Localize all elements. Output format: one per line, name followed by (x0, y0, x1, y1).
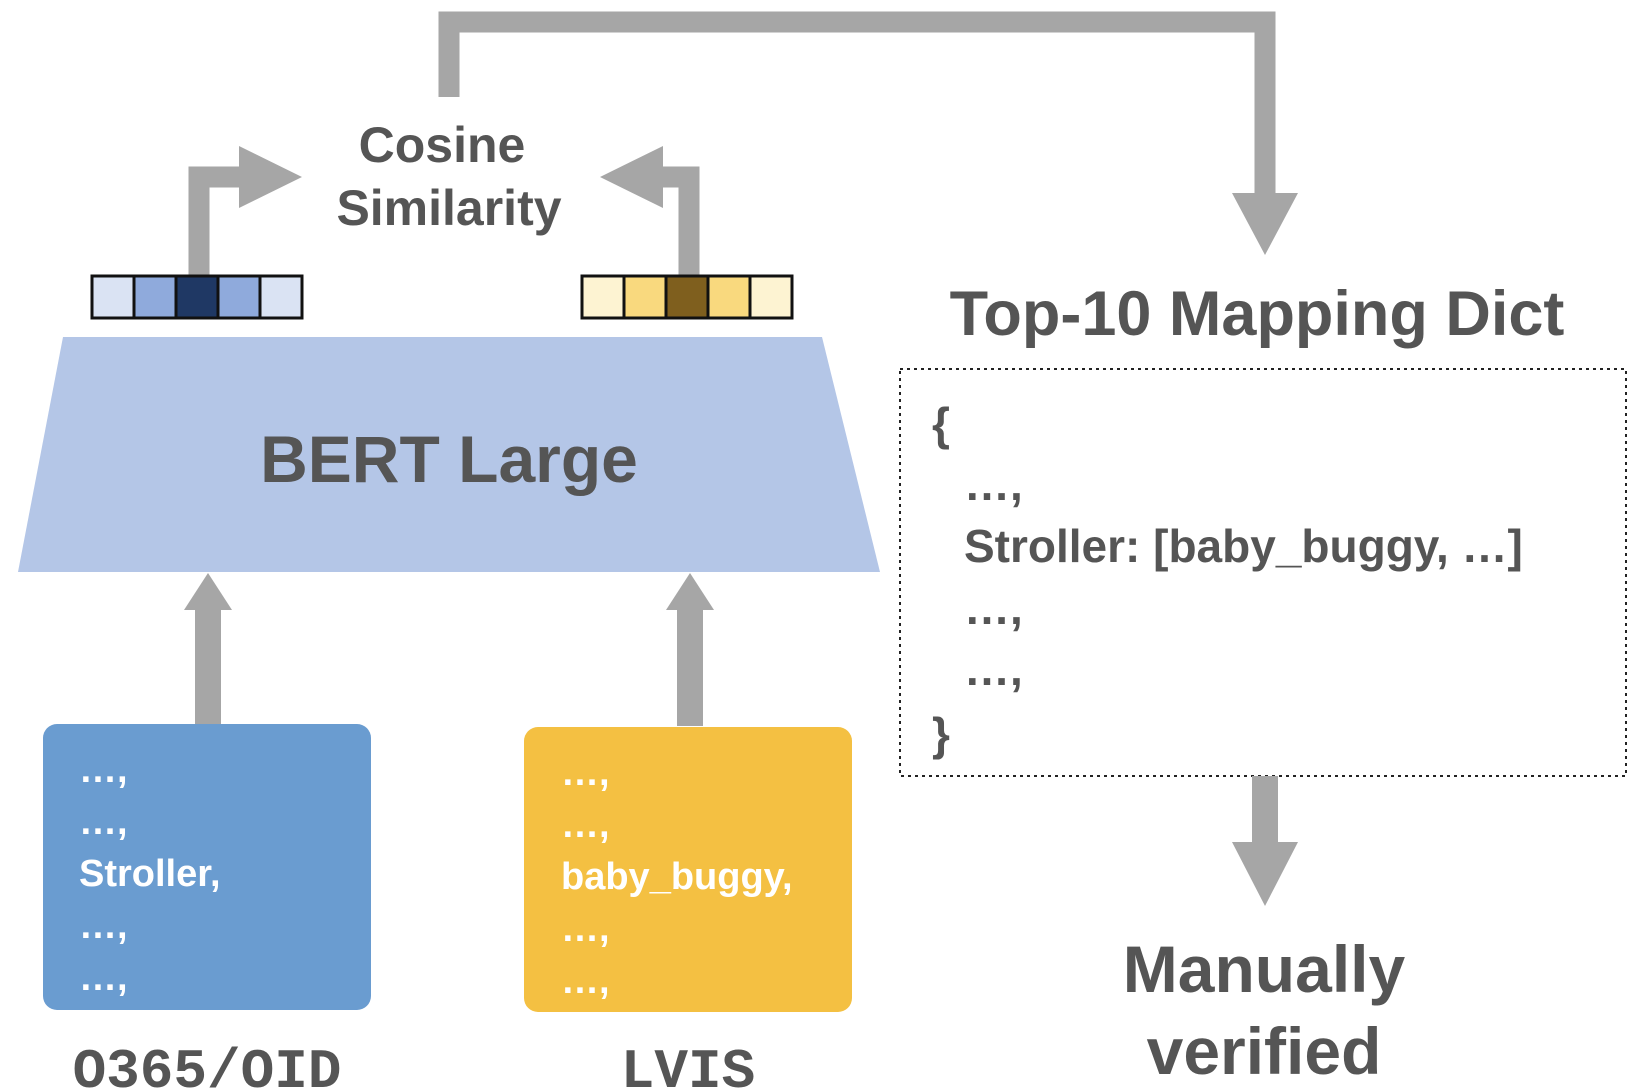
right-bent-arrow-head (600, 146, 663, 208)
left-bent-arrow-head (239, 146, 302, 208)
mapping-dict-line: …, (964, 643, 1023, 695)
bert-model-block (18, 337, 880, 572)
left-bent-arrow-path (188, 166, 245, 275)
mapping-dict-box (899, 368, 1627, 777)
o365-vector-cell (174, 274, 220, 320)
category-list-item: baby_buggy, (561, 856, 793, 898)
lvis-embedding-vector (580, 274, 794, 320)
mapping-dict-line: { (932, 398, 950, 450)
lvis-vector-cell (706, 274, 752, 320)
category-list-item: …, (79, 957, 128, 999)
lvis-category-box (524, 727, 852, 1012)
category-list-item: …, (561, 752, 610, 794)
right-bent-arrow (600, 146, 700, 275)
o365-category-list: …, …, Stroller, …, …, (79, 749, 221, 999)
o365-up-arrow-head (184, 573, 232, 610)
o365-embedding-vector (90, 274, 304, 320)
o365-up-arrow-shaft (195, 608, 221, 726)
mapping-dict-line: Stroller: [baby_buggy, …] (964, 520, 1523, 572)
mapping-title: Top-10 Mapping Dict (950, 279, 1565, 349)
category-list-item: …, (561, 908, 610, 950)
lvis-up-arrow-head (666, 573, 714, 610)
lvis-vector-cell (622, 274, 668, 320)
o365-vector-cell (132, 274, 178, 320)
feedback-arrow-path (438, 11, 1276, 195)
category-list-item: …, (79, 749, 128, 791)
verified-label-line1: Manually (1123, 932, 1406, 1006)
bert-label: BERT Large (260, 422, 638, 496)
mapping-dict-line: …, (964, 458, 1023, 510)
o365-caption: O365/OID (73, 1040, 342, 1092)
o365-vector-cell (90, 274, 136, 320)
lvis-up-arrow (666, 573, 714, 726)
mapping-dict-content: { …, Stroller: [baby_buggy, …] …, …,} (932, 398, 1523, 760)
category-list-item: …, (561, 960, 610, 1002)
verify-down-arrow-shaft (1252, 776, 1278, 844)
cosine-label-line1: Cosine (359, 117, 526, 173)
category-list-item: …, (561, 804, 610, 846)
o365-vector-cell (258, 274, 304, 320)
lvis-caption: LVIS (621, 1040, 755, 1092)
feedback-arrow-head (1232, 193, 1298, 255)
o365-category-box (43, 724, 371, 1010)
verify-down-arrow (1232, 776, 1298, 906)
cosine-label-line2: Similarity (336, 180, 561, 236)
mapping-dict-line: } (932, 708, 950, 760)
category-list-item: …, (79, 905, 128, 947)
lvis-vector-cell (664, 274, 710, 320)
o365-vector-cell (216, 274, 262, 320)
category-list-item: Stroller, (79, 853, 221, 895)
lvis-category-list: …, …, baby_buggy, …, …, (561, 752, 793, 1002)
feedback-arrow (438, 11, 1298, 255)
category-list-item: …, (79, 801, 128, 843)
o365-up-arrow (184, 573, 232, 726)
right-bent-arrow-path (656, 166, 700, 275)
lvis-vector-cell (748, 274, 794, 320)
lvis-up-arrow-shaft (677, 608, 703, 726)
lvis-vector-cell (580, 274, 626, 320)
verified-label-line2: verified (1147, 1014, 1382, 1088)
mapping-dict-line: …, (964, 582, 1023, 634)
left-bent-arrow (188, 146, 302, 275)
verify-down-arrow-head (1232, 842, 1298, 906)
